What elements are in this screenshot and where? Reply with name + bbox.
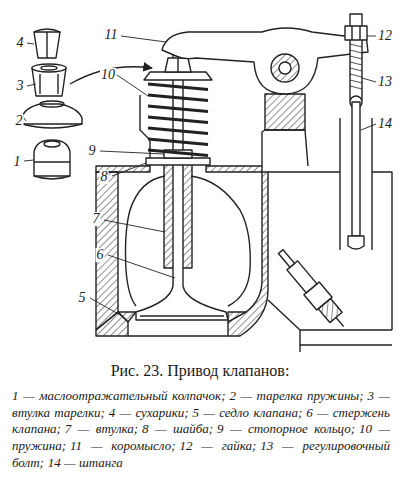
callout-number: 9 bbox=[88, 144, 97, 158]
callout-number: 2 bbox=[15, 114, 24, 128]
leader-lines bbox=[24, 36, 376, 316]
key-entry: 2 — тарелка пружины; bbox=[229, 388, 363, 403]
pushrod bbox=[340, 102, 372, 250]
rocker-arm bbox=[162, 28, 368, 94]
spring-plate bbox=[22, 101, 82, 128]
valve bbox=[136, 50, 228, 320]
spark-plug bbox=[273, 245, 351, 333]
key-entry: 1 — маслоотражательный колпачок; bbox=[12, 388, 225, 403]
key-entry: 7 — втулка; bbox=[65, 421, 138, 436]
callout-number: 8 bbox=[100, 170, 109, 184]
collets bbox=[34, 29, 60, 58]
callout-number: 5 bbox=[78, 291, 87, 305]
callout-number: 6 bbox=[96, 248, 105, 262]
callout-number: 1 bbox=[13, 155, 22, 169]
key-entry: 8 — шайба; bbox=[142, 421, 213, 436]
rocker-support bbox=[265, 94, 305, 130]
key-entry: 12 — гайка; bbox=[179, 438, 256, 453]
parts-key: 1 — маслоотражательный колпачок; 2 — таре… bbox=[12, 388, 390, 471]
plate-bushing bbox=[32, 64, 66, 96]
valve-spring bbox=[148, 84, 208, 156]
callout-number: 14 bbox=[377, 117, 393, 131]
callout-number: 12 bbox=[377, 29, 393, 43]
callout-number: 13 bbox=[377, 75, 393, 89]
callout-number: 10 bbox=[100, 68, 116, 82]
key-entry: 4 — сухарики; bbox=[109, 405, 189, 420]
oil-deflector-cap bbox=[34, 140, 70, 179]
washer bbox=[146, 158, 210, 165]
valve-seat bbox=[118, 312, 136, 322]
nut bbox=[345, 26, 367, 40]
key-entry: 5 — седло клапана; bbox=[193, 405, 303, 420]
callout-number: 7 bbox=[92, 212, 101, 226]
callout-number: 4 bbox=[16, 36, 25, 50]
assembly-arrow bbox=[70, 67, 152, 84]
callout-number: 3 bbox=[16, 79, 25, 93]
valve-seat bbox=[228, 312, 246, 322]
key-entry: 9 — стопорное кольцо; bbox=[217, 421, 355, 436]
key-entry: 11 — коромысло; bbox=[70, 438, 175, 453]
callout-number: 11 bbox=[104, 28, 119, 42]
key-entry: 14 — штанга bbox=[48, 455, 123, 470]
figure-caption: Рис. 23. Привод клапанов: bbox=[0, 362, 400, 380]
